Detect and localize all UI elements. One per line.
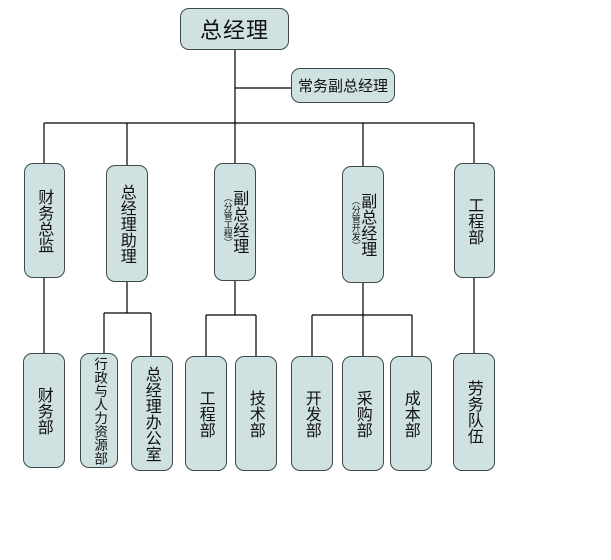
node-vp-development-note: （分管开发） [349, 195, 360, 250]
node-gm-office: 总经理办公室 [131, 356, 173, 471]
node-gm-office-label: 总经理办公室 [142, 365, 162, 462]
node-vp-engineering: 副总经理 （分管工程） [214, 163, 256, 281]
node-finance-dept: 财务部 [23, 353, 65, 468]
node-gm-assistant: 总经理助理 [106, 165, 148, 282]
node-engineering-top-label: 工程部 [465, 196, 485, 245]
node-engineering-dept-label: 工程部 [196, 389, 216, 438]
node-purchasing-dept: 采购部 [342, 356, 384, 471]
node-admin-hr-dept-label: 行政与人力资源部 [91, 356, 108, 465]
node-ceo-label: 总经理 [199, 19, 269, 44]
node-engineering-dept: 工程部 [185, 356, 227, 471]
node-cost-dept-label: 成本部 [401, 389, 421, 438]
node-exec-vp: 常务副总经理 [291, 68, 395, 103]
node-finance-director-label: 财务总监 [35, 188, 55, 253]
node-ceo: 总经理 [180, 8, 289, 50]
node-exec-vp-label: 常务副总经理 [297, 77, 388, 95]
node-finance-dept-label: 财务部 [34, 386, 54, 435]
node-vp-development: 副总经理 （分管开发） [342, 166, 384, 283]
node-finance-director: 财务总监 [24, 163, 65, 278]
node-development-dept-label: 开发部 [302, 389, 322, 438]
node-vp-development-label: 副总经理 [358, 192, 378, 257]
node-gm-assistant-label: 总经理助理 [117, 183, 137, 264]
node-engineering-top: 工程部 [454, 163, 495, 278]
node-vp-engineering-note: （分管工程） [221, 193, 232, 247]
node-cost-dept: 成本部 [390, 356, 432, 471]
node-tech-dept-label: 技术部 [246, 389, 266, 438]
node-purchasing-dept-label: 采购部 [353, 389, 373, 438]
node-admin-hr-dept: 行政与人力资源部 [80, 353, 118, 468]
node-labor-team: 劳务队伍 [453, 353, 495, 471]
node-tech-dept: 技术部 [235, 356, 277, 471]
node-development-dept: 开发部 [291, 356, 333, 471]
node-labor-team-label: 劳务队伍 [464, 380, 484, 444]
node-vp-engineering-label: 副总经理 [230, 190, 250, 254]
